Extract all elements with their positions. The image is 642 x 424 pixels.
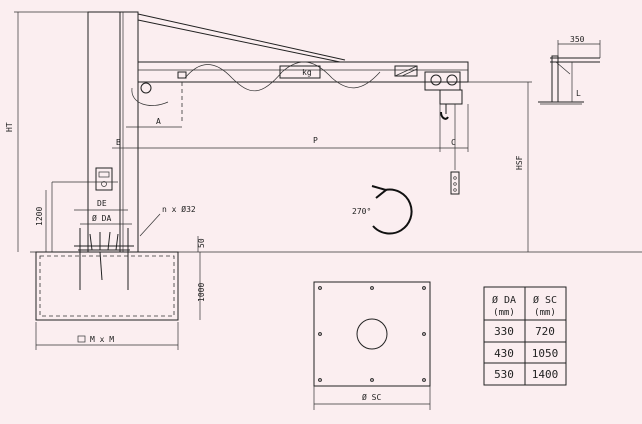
table-header-sc: Ø SC bbox=[533, 294, 557, 306]
dim-de: DE bbox=[97, 199, 107, 208]
dim-b: B bbox=[116, 138, 121, 147]
table-cell: 1400 bbox=[532, 368, 559, 381]
dim-ht: HT bbox=[5, 122, 14, 132]
dim-sc: Ø SC bbox=[362, 392, 381, 402]
pendant bbox=[450, 171, 460, 195]
dim-50: 50 bbox=[197, 238, 206, 248]
dim-1200: 1200 bbox=[35, 207, 44, 226]
table-cell: 1050 bbox=[532, 347, 559, 360]
table-cell: 720 bbox=[535, 325, 555, 338]
rotation-label: 270° bbox=[352, 207, 371, 216]
dimension-lines: HT A B P C HSF DE Ø DA n x Ø32 1200 bbox=[5, 11, 532, 350]
dim-c: C bbox=[451, 138, 456, 147]
dim-1000: 1000 bbox=[197, 283, 206, 302]
load-plate bbox=[279, 65, 321, 79]
table-cell: 530 bbox=[494, 368, 514, 381]
table-header-sc-unit: (mm) bbox=[534, 308, 556, 318]
jib-arm: kg bbox=[131, 13, 469, 124]
hook bbox=[440, 111, 449, 120]
dim-l: L bbox=[576, 89, 581, 98]
table-cell: 330 bbox=[494, 325, 514, 338]
table-cell: 430 bbox=[494, 347, 514, 360]
table-header-da-unit: (mm) bbox=[493, 308, 515, 318]
dim-mxm: M x M bbox=[90, 335, 114, 344]
festoon-cable bbox=[184, 61, 381, 92]
hoist bbox=[424, 71, 463, 195]
foundation bbox=[30, 228, 642, 321]
table-header-da: Ø DA bbox=[492, 294, 516, 306]
dim-p: P bbox=[313, 136, 318, 145]
rotation-indicator: 270° bbox=[352, 185, 413, 235]
dim-da: Ø DA bbox=[92, 213, 111, 223]
load-label: kg bbox=[302, 68, 312, 77]
dim-hsf: HSF bbox=[515, 155, 524, 170]
da-sc-table: Ø DA (mm) Ø SC (mm) 330 720 430 1050 530… bbox=[483, 286, 567, 386]
base-plate: Ø SC bbox=[313, 281, 431, 410]
control-box bbox=[95, 167, 113, 191]
dim-350: 350 bbox=[570, 35, 585, 44]
dim-a: A bbox=[156, 117, 161, 126]
side-view: 350 L bbox=[538, 35, 601, 105]
dim-bolts: n x Ø32 bbox=[162, 204, 196, 214]
